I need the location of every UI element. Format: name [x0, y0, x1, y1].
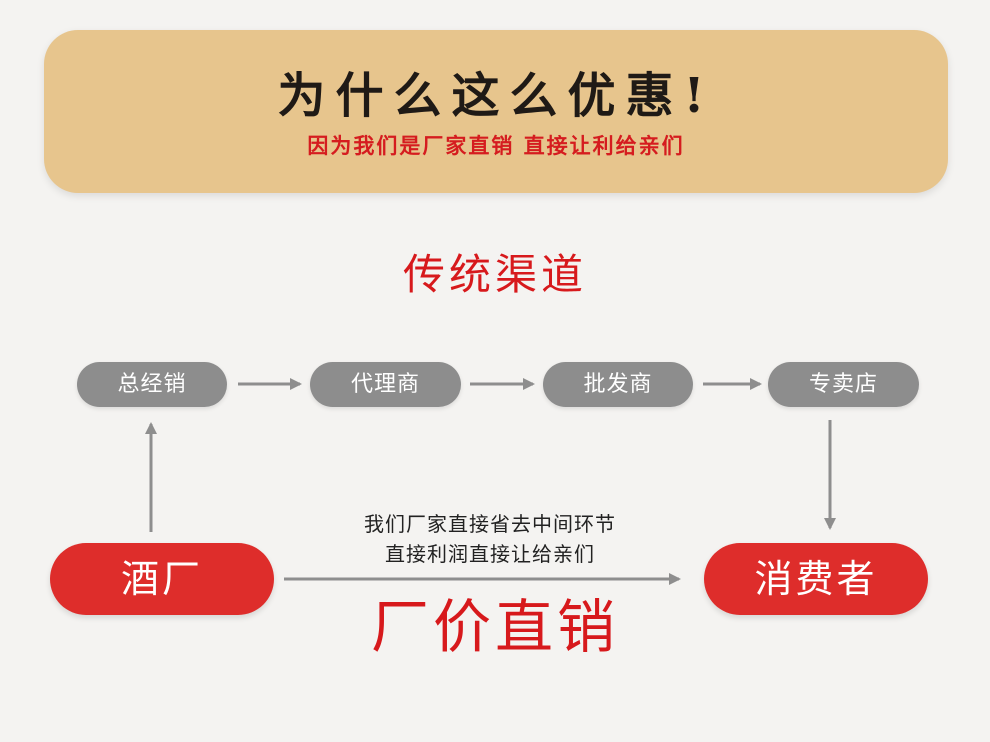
distribution-step-retail-store: 专卖店: [768, 362, 919, 407]
direct-route-note-line-1: 我们厂家直接省去中间环节: [364, 512, 616, 536]
factory-direct-title: 厂价直销: [370, 593, 619, 661]
direct-route-note-line-2: 直接利润直接让给亲们: [385, 542, 595, 566]
traditional-channel-title: 传统渠道: [402, 250, 587, 299]
banner-subtitle: 因为我们是厂家直销 直接让利给亲们: [307, 133, 685, 158]
factory-node: 酒厂: [50, 543, 274, 615]
distribution-step-general-distributor: 总经销: [77, 362, 227, 407]
promotion-banner: 为什么这么优惠! 因为我们是厂家直销 直接让利给亲们: [44, 30, 948, 193]
distribution-step-wholesaler: 批发商: [543, 362, 693, 407]
banner-title: 为什么这么优惠!: [277, 68, 715, 124]
consumer-node: 消费者: [704, 543, 928, 615]
distribution-step-agent: 代理商: [310, 362, 461, 407]
